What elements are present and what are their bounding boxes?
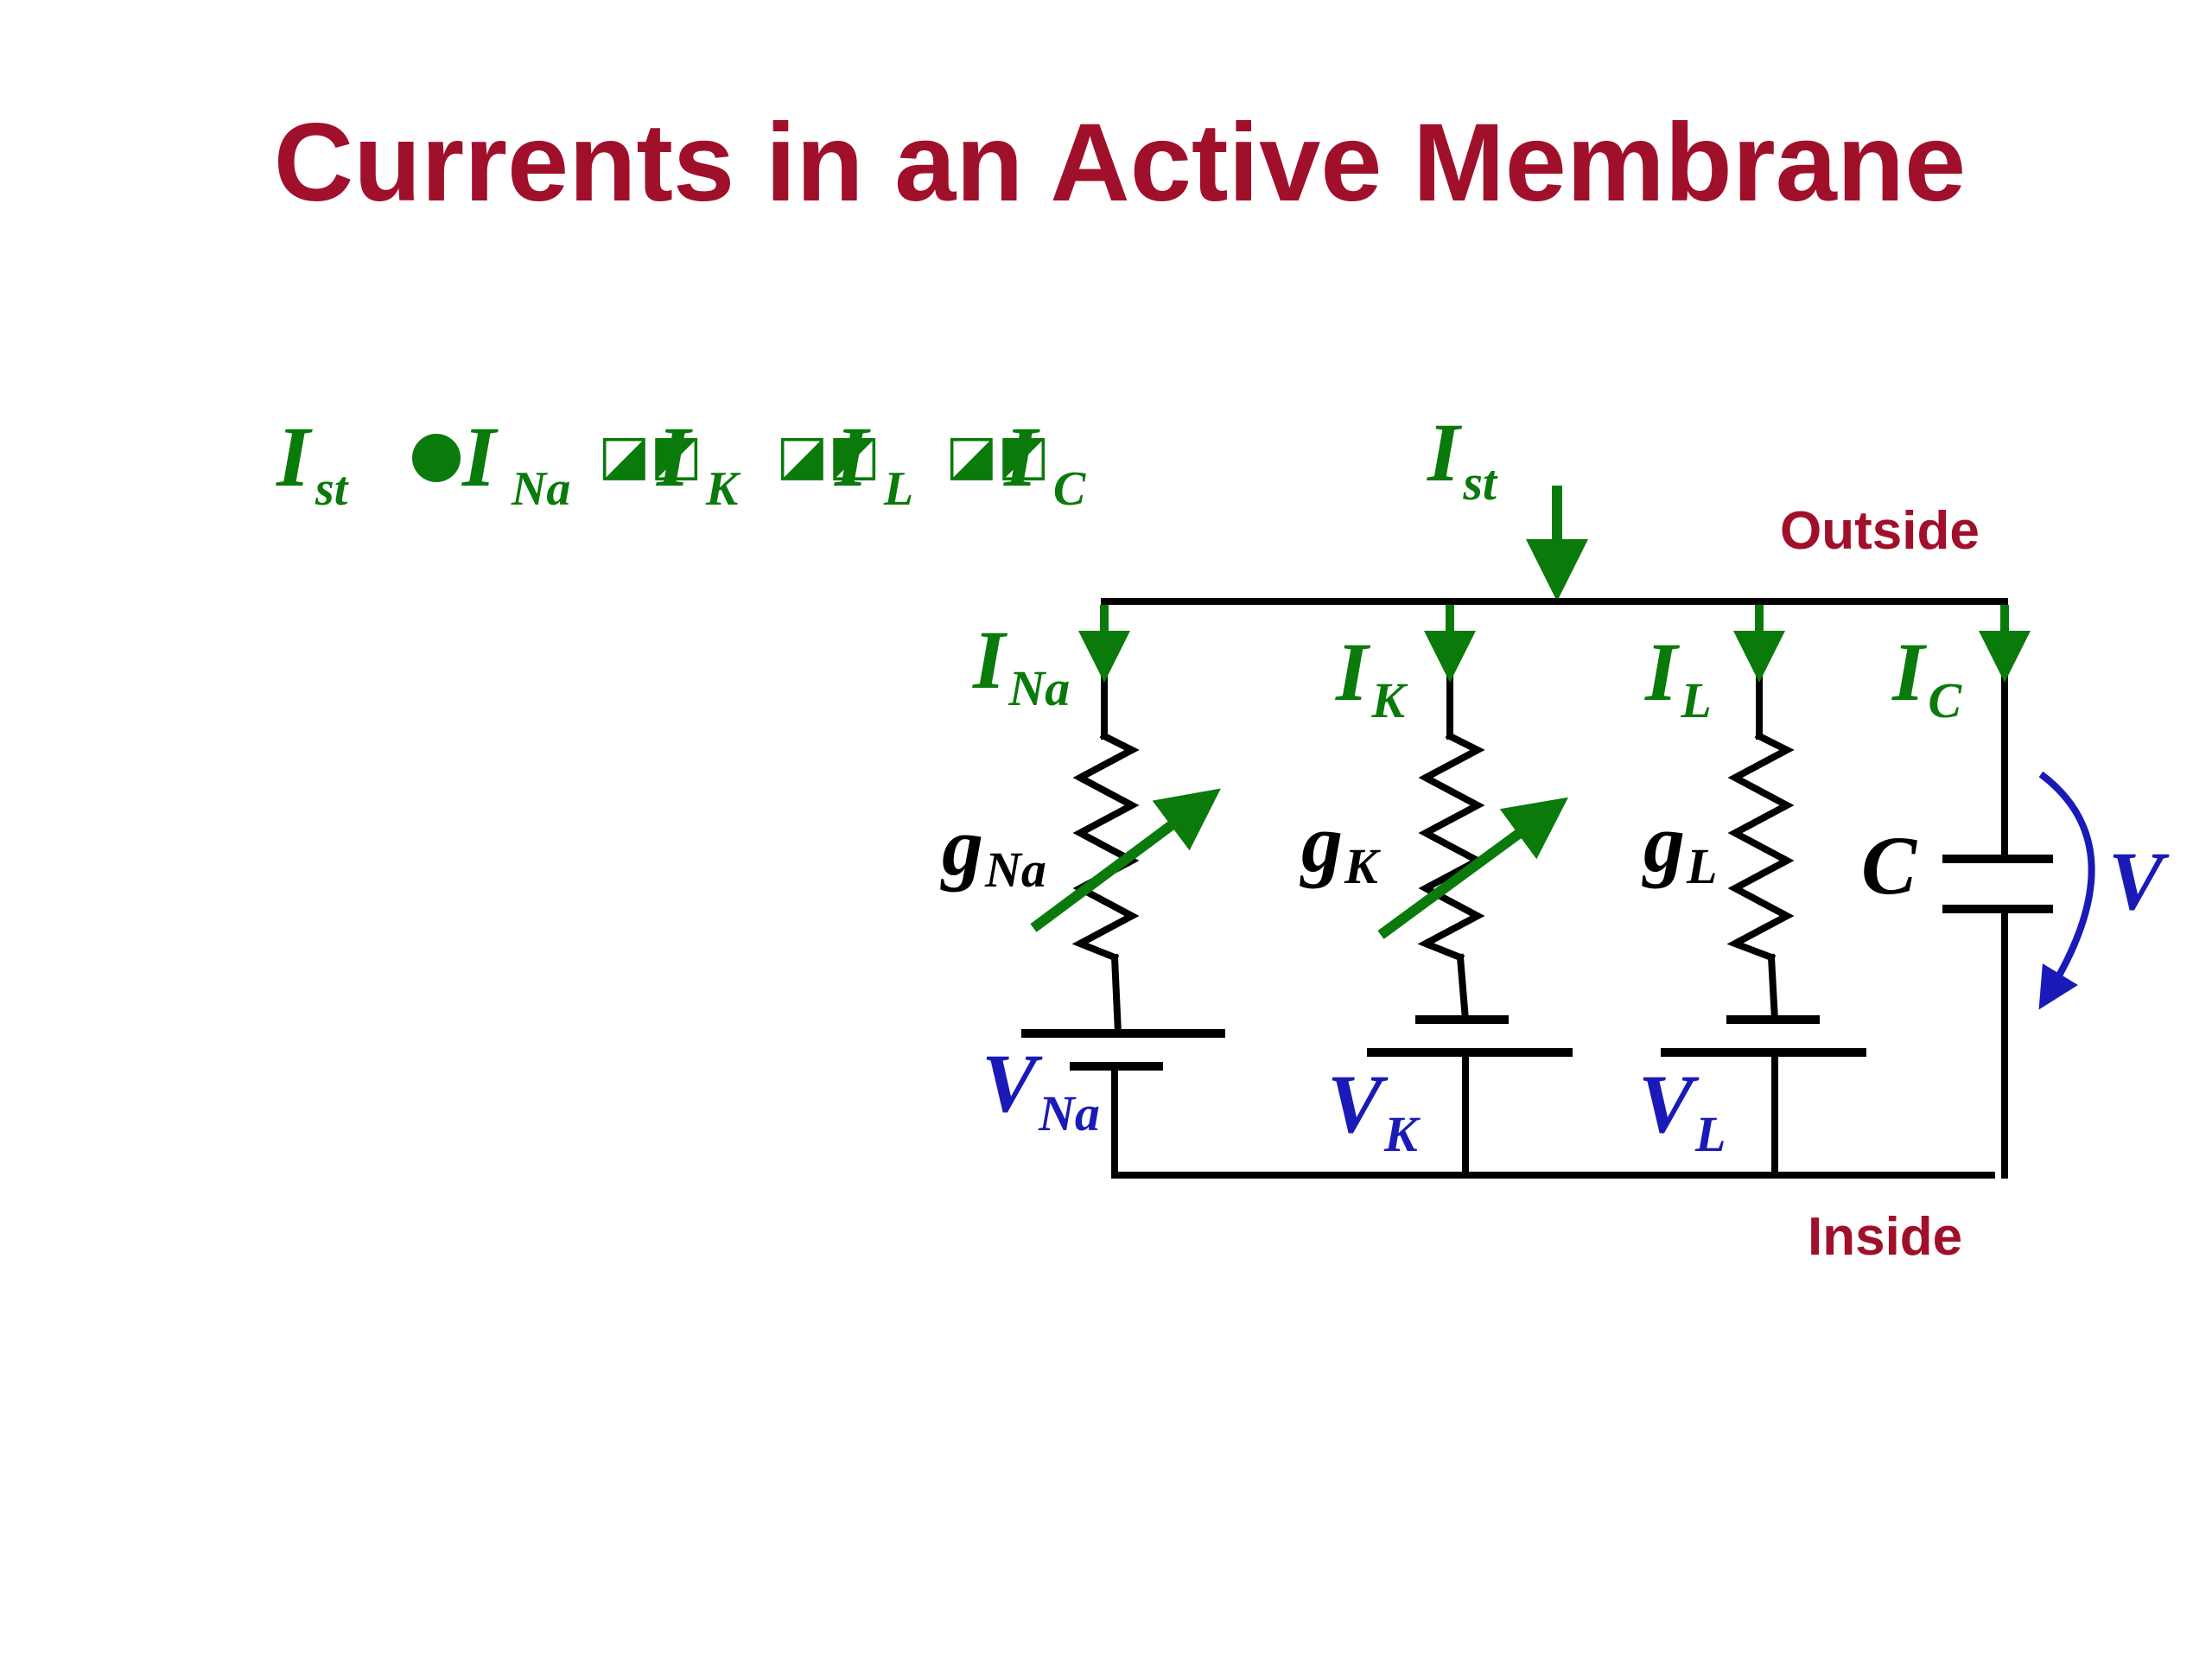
eq-garble-3: ◪◩ [945, 423, 1050, 487]
capacitor-label: C [1861, 819, 1917, 912]
k-variable-arrow [1377, 797, 1569, 939]
na-variable-arrow [1030, 788, 1221, 932]
v-na-label: VNa [982, 1037, 1100, 1141]
circuit-i-c-label: IC [1891, 626, 1962, 728]
circuit-wires [1101, 598, 2003, 1179]
inside-label: Inside [1808, 1207, 1962, 1267]
g-l-label: gL [1642, 797, 1717, 894]
v-k-label: VK [1327, 1058, 1421, 1162]
circuit-i-k-label: IK [1335, 626, 1408, 728]
conductance-labels: gNa gK gL C [940, 797, 1917, 912]
l-branch [1661, 598, 1866, 1179]
g-na-label: gNa [940, 800, 1046, 898]
circuit-i-l-label: IL [1644, 626, 1712, 728]
current-labels: INa IK IL IC [972, 613, 1962, 728]
v-l-label: VL [1638, 1058, 1726, 1162]
membrane-voltage-arrow [2038, 771, 2095, 1010]
page-title: Currents in an Active Membrane [274, 101, 1966, 225]
capacitor-branch [1942, 598, 2095, 1179]
circuit-i-st-label: Ist [1427, 406, 1498, 511]
circuit-i-na-label: INa [972, 613, 1070, 716]
k-branch [1367, 598, 1573, 1179]
eq-garble-1: ◪◩ [598, 423, 702, 487]
outside-label: Outside [1780, 501, 1980, 561]
eq-dot [412, 434, 461, 482]
voltage-labels: VNa VK VL V [982, 835, 2170, 1162]
eq-garble-2: ◪◩ [776, 423, 880, 487]
stimulus-current: Ist [1427, 406, 1588, 601]
membrane-voltage-label: V [2108, 835, 2170, 927]
g-k-label: gK [1300, 797, 1381, 894]
na-branch [1021, 598, 1225, 1179]
